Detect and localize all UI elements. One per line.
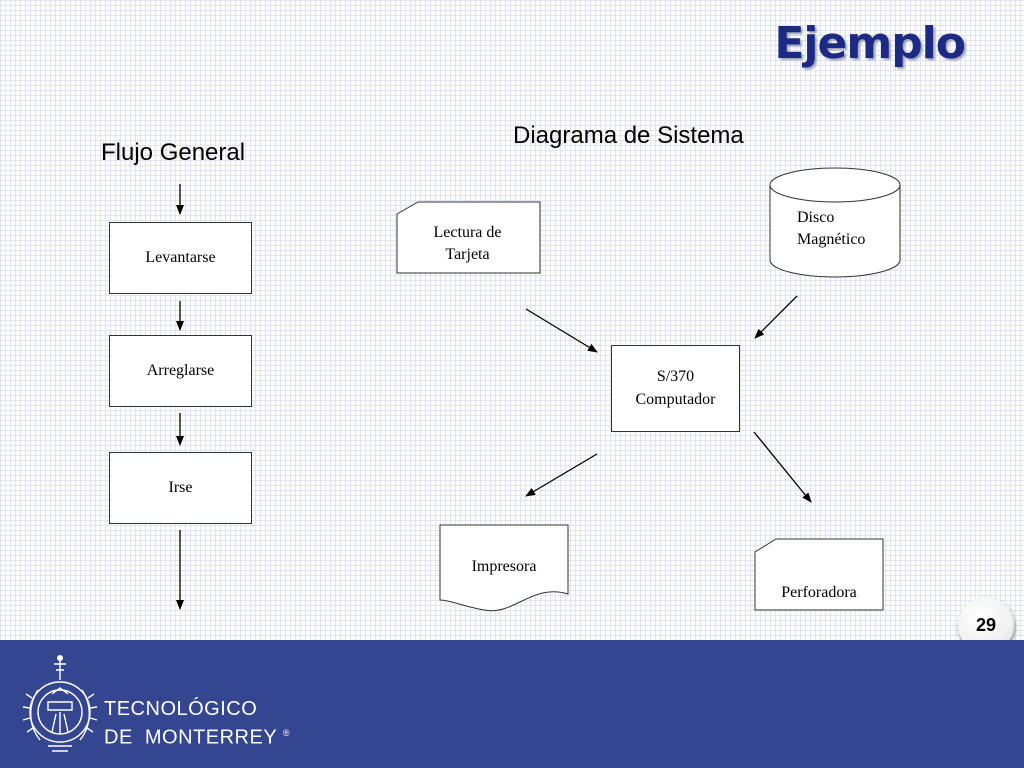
process-box-arreglarse: Arreglarse bbox=[109, 335, 252, 407]
magnetic-disk-shape bbox=[769, 167, 901, 278]
diagram-connectors bbox=[176, 167, 901, 612]
diagrama-sistema-heading: Diagrama de Sistema bbox=[513, 122, 744, 149]
printer-shape bbox=[439, 524, 569, 612]
disk-label: Disco Magnético bbox=[797, 207, 865, 252]
card-reader-label-line2: Tarjeta bbox=[445, 246, 490, 264]
process-box-levantarse: Levantarse bbox=[109, 222, 252, 294]
arrow-card-to-computer bbox=[525, 308, 598, 353]
arrow-disk-to-computer bbox=[754, 295, 798, 339]
computer-label-line2: Computador bbox=[635, 390, 716, 408]
flujo-general-heading: Flujo General bbox=[101, 139, 246, 166]
tec-brand-name: TECNOLÓGICO DE MONTERREY ® bbox=[104, 697, 290, 750]
card-reader-label: Lectura de Tarjeta bbox=[400, 222, 535, 267]
computer-box: S/370 Computador bbox=[611, 345, 740, 432]
footer-band bbox=[0, 640, 1024, 768]
slide-title: Ejemplo bbox=[774, 18, 966, 69]
brand-line-1: TECNOLÓGICO bbox=[104, 698, 258, 720]
printer-label: Impresora bbox=[471, 558, 537, 575]
punch-label: Perforadora bbox=[781, 584, 857, 601]
brand-line-2: DE MONTERREY ® bbox=[104, 721, 290, 750]
registered-mark: ® bbox=[282, 728, 291, 738]
card-reader-shape bbox=[396, 201, 541, 274]
card-reader-label-line1: Lectura de bbox=[433, 224, 502, 241]
disk-label-line1: Disco bbox=[797, 209, 835, 226]
computer-label-line1: S/370 bbox=[656, 368, 695, 386]
brand-line-2-text: DE MONTERREY bbox=[104, 726, 277, 749]
process-box-irse: Irse bbox=[109, 452, 252, 524]
arrow-computer-to-punch bbox=[753, 431, 812, 503]
disk-label-line2: Magnético bbox=[797, 231, 866, 249]
punch-shape bbox=[754, 538, 884, 611]
arrow-computer-to-printer bbox=[525, 453, 598, 497]
tec-crest-logo bbox=[22, 655, 98, 752]
